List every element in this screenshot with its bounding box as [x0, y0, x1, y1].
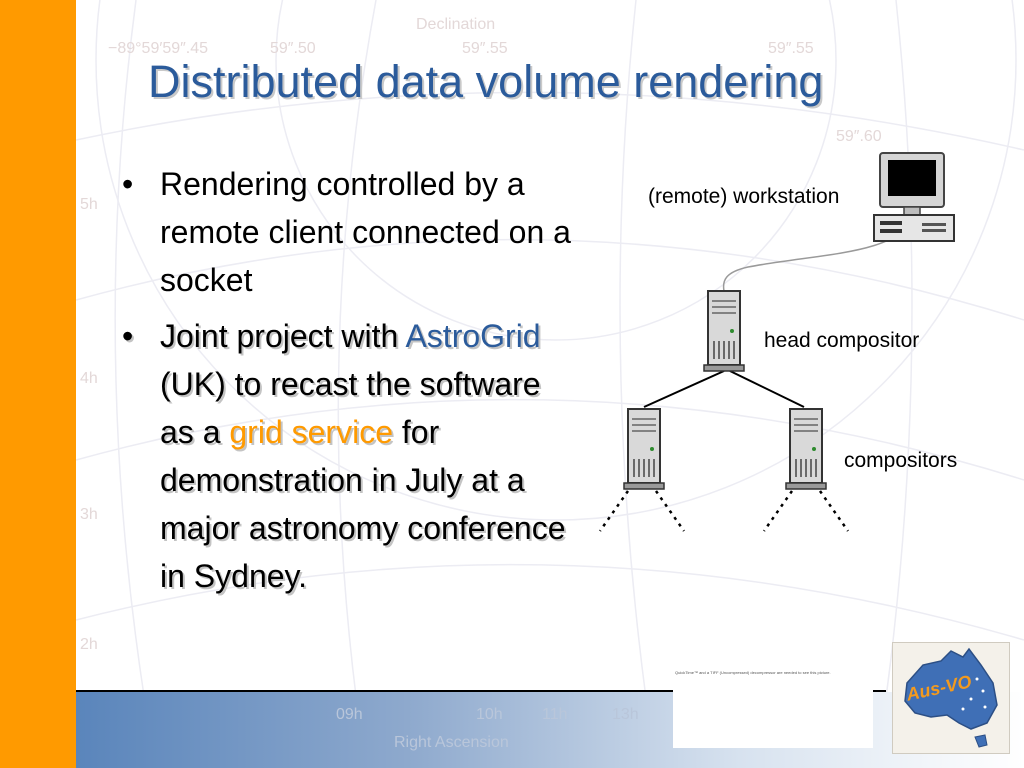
- bg-top-tick: 59″.60: [836, 128, 882, 145]
- quicktime-placeholder: QuickTime™ and a TIFF (Uncompressed) dec…: [673, 660, 873, 748]
- bg-bottom-tick: 09h: [336, 706, 363, 723]
- bullet-text: Rendering controlled by a remote client …: [160, 166, 571, 298]
- bottom-gradient-band: [76, 692, 1024, 768]
- grid-service-highlight: grid service: [229, 414, 393, 450]
- quicktime-notice: QuickTime™ and a TIFF (Uncompressed) dec…: [675, 670, 831, 675]
- bg-top-tick: −89°59′59″.45: [108, 40, 209, 57]
- fanout-lines: [598, 490, 850, 532]
- bottom-divider-line: [76, 690, 886, 692]
- bg-top-tick: 59″.55: [462, 40, 508, 57]
- bullet-text: (UK) to recast the software as a: [160, 366, 541, 450]
- bg-top-title: Declination: [416, 16, 496, 33]
- bullet-marker: •: [122, 166, 134, 202]
- bullet-list: • Rendering controlled by a remote clien…: [118, 160, 578, 600]
- tree-link-right: [729, 370, 805, 408]
- background-sky-grid: [76, 0, 1024, 768]
- bg-bottom-tick: 10h: [476, 706, 503, 723]
- bullet-text: for demonstration in July at a major ast…: [160, 414, 566, 594]
- bullet-marker: •: [122, 318, 134, 354]
- tree-link-left: [643, 370, 725, 408]
- head-compositor-label: head compositor: [764, 329, 919, 352]
- bg-left-tick: 5h: [80, 196, 98, 213]
- astrogrid-link[interactable]: AstroGrid: [405, 318, 541, 354]
- bg-left-tick: 3h: [80, 506, 98, 523]
- bg-bottom-title: Right Ascension: [394, 734, 509, 751]
- compositor-server-icon: [623, 408, 665, 490]
- bg-bottom-tick: 11h: [542, 706, 568, 723]
- bg-left-tick: 2h: [80, 636, 98, 653]
- aus-vo-logo: Aus-VO: [892, 642, 1010, 754]
- compositors-label: compositors: [844, 449, 957, 472]
- slide-title: Distributed data volume rendering: [148, 56, 824, 107]
- bg-left-tick: 4h: [80, 370, 98, 387]
- head-server-icon: [703, 290, 745, 372]
- compositor-diagram: (remote) workstation head compositor com…: [598, 152, 957, 532]
- left-accent-bar: [0, 0, 76, 768]
- workstation-icon: [873, 152, 955, 242]
- compositor-server-icon: [785, 408, 827, 490]
- bg-top-tick: 59″.50: [270, 40, 316, 57]
- bullet-item: • Rendering controlled by a remote clien…: [118, 160, 578, 304]
- bullet-text: Joint project with: [160, 318, 406, 354]
- bg-bottom-tick: 13h: [612, 706, 639, 723]
- australia-map-icon: [904, 647, 998, 748]
- bullet-item: • Joint project with AstroGrid (UK) to r…: [118, 312, 578, 600]
- workstation-label: (remote) workstation: [648, 185, 839, 208]
- bg-top-tick: 59″.55: [768, 40, 814, 57]
